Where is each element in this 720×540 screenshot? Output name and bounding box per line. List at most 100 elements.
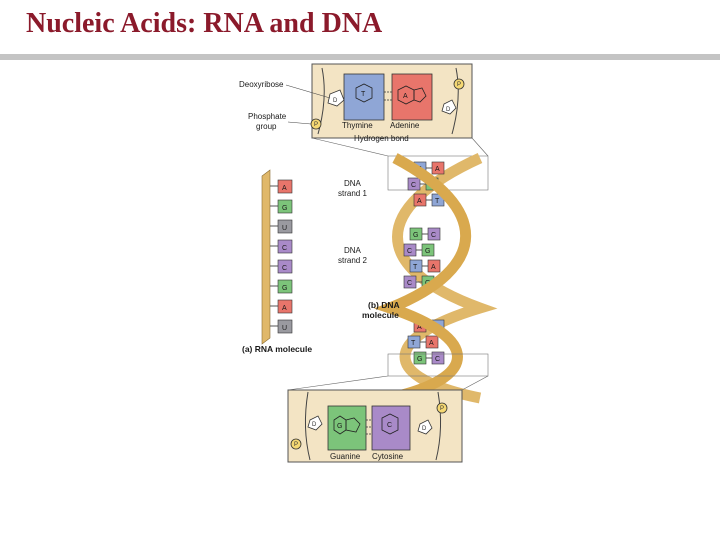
dna-base-block (427, 227, 441, 241)
helix-backbone-strand-2 (392, 152, 498, 404)
dna-caption-line-2: molecule (362, 310, 399, 320)
dna-base-letter: T (411, 340, 416, 347)
bottom-sugar-letter-left: D (312, 422, 317, 428)
dna-base-block (431, 161, 445, 175)
phosphate-leader (287, 121, 312, 125)
phosphate-icon (453, 78, 465, 90)
rna-base-letter: U (282, 225, 287, 232)
hydrogen-bond-label: Hydrogen bond (354, 134, 409, 143)
cytosine-block (371, 405, 411, 451)
strand-2-word-2: strand 2 (338, 256, 367, 265)
dna-base-letter: A (435, 166, 440, 173)
callout-line (311, 137, 389, 157)
rna-base-letter: C (282, 245, 287, 252)
thymine-letter: T (361, 91, 366, 98)
dna-base-block (421, 243, 435, 257)
rna-base-letter: C (282, 265, 287, 272)
dna-base-block (403, 243, 417, 257)
dna-base-letter: A (429, 340, 434, 347)
dna-base-block (409, 227, 423, 241)
deoxyribose-icon (307, 415, 323, 431)
rna-molecule: A G U C C G A U (261, 169, 293, 345)
dna-base-letter: C (435, 356, 440, 363)
thymine-block (343, 73, 385, 121)
dna-base-block (407, 335, 421, 349)
guanine-ring-icon (345, 417, 361, 433)
top-inset: D P P D T A (285, 63, 473, 139)
top-sugar-letter: D (333, 98, 338, 104)
dna-caption-line-1: (b) DNA (368, 300, 399, 310)
dna-base-block (425, 335, 439, 349)
deoxyribose-label: Deoxyribose (239, 80, 284, 89)
dna-base-block (407, 177, 421, 191)
rna-base-letter: G (282, 285, 287, 292)
guanine-label: Guanine (330, 452, 361, 461)
slide-title: Nucleic Acids: RNA and DNA (26, 8, 383, 39)
bottom-phosphate-letter-right: P (440, 406, 444, 412)
bottom-inset: P P D D G C (287, 389, 463, 463)
strand-1-word-2: strand 1 (338, 189, 367, 198)
adenine-letter: A (403, 93, 408, 100)
dna-base-letter: C (411, 182, 416, 189)
rna-base-letter: A (282, 185, 287, 192)
right-backbone-line (451, 67, 459, 135)
bottom-phosphate-letter-left: P (294, 442, 298, 448)
rna-base-block (277, 199, 293, 214)
rna-base-block (277, 299, 293, 314)
rna-base-block (277, 259, 293, 274)
callout-line (287, 375, 389, 391)
dna-strand-1-label: DNA strand 1 (338, 179, 367, 198)
strand-2-word-1: DNA (344, 246, 362, 255)
top-sugar-letter-right: D (446, 107, 451, 113)
rna-base-letter: U (282, 325, 287, 332)
dna-base-block (413, 193, 427, 207)
dna-base-letter: G (417, 356, 422, 363)
cytosine-ring-icon (381, 413, 399, 435)
deoxyribose-icon (441, 99, 457, 115)
dna-base-letter: C (431, 232, 436, 239)
top-phosphate-letter-right: P (457, 82, 461, 88)
thymine-label: Thymine (342, 121, 373, 130)
rna-bases: A G U C C G A U (270, 179, 293, 334)
callout-line (471, 137, 489, 157)
top-phosphate-letter-left: P (314, 122, 318, 128)
dna-base-letter: A (431, 264, 436, 271)
guanine-letter: G (337, 423, 342, 430)
dna-base-letter: G (425, 248, 430, 255)
adenine-label: Adenine (390, 121, 420, 130)
helix-backbone-strand-1 (374, 153, 471, 404)
dna-base-letter: A (417, 324, 422, 331)
dna-base-block (403, 275, 417, 289)
strand-1-word-1: DNA (344, 179, 362, 188)
dna-base-letter: T (435, 198, 440, 205)
rna-base-block (277, 219, 293, 234)
adenine-ring-icon (413, 87, 427, 103)
deoxyribose-leader (285, 84, 331, 99)
cytosine-letter: C (387, 422, 392, 429)
title-divider (0, 54, 720, 60)
rna-base-block (277, 319, 293, 334)
dna-base-block (409, 259, 423, 273)
rna-caption: (a) RNA molecule (242, 344, 312, 354)
right-backbone-line (435, 391, 442, 461)
dna-base-block (427, 259, 441, 273)
thymine-ring-icon (355, 83, 373, 103)
phosphate-icon (290, 438, 302, 450)
rna-base-block (277, 179, 293, 194)
dna-base-letter: A (417, 198, 422, 205)
rna-backbone (261, 169, 271, 345)
dna-base-letter: G (413, 232, 418, 239)
rna-base-letter: G (282, 205, 287, 212)
bottom-zoom-box (387, 353, 489, 377)
rna-base-letter: A (282, 305, 287, 312)
dna-base-block (431, 351, 445, 365)
dna-base-block (413, 351, 427, 365)
phosphate-icon (436, 402, 448, 414)
bottom-sugar-letter-right: D (422, 426, 427, 432)
left-backbone-line (304, 391, 311, 461)
callout-line (461, 375, 489, 391)
